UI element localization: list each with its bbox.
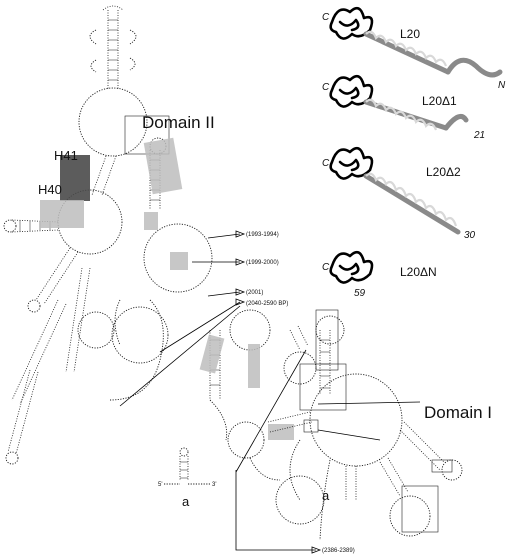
l20-delta1-name: L20Δ1: [422, 94, 457, 108]
callout-2040-2590: (2040-2590 BP): [246, 301, 288, 307]
l20-delta2-residue: 30: [464, 230, 476, 241]
l20-deltan-name: L20ΔN: [400, 265, 437, 279]
mid-stem-highlight: [144, 212, 158, 230]
l20-delta2-name: L20Δ2: [426, 165, 461, 179]
l20-deltan-structure: [329, 250, 374, 284]
hairpin-five-prime: 5': [158, 482, 162, 488]
l20-delta1-residue: 21: [473, 130, 485, 141]
stem-1999-highlight: [170, 252, 188, 270]
l20-delta2-structure: [329, 146, 461, 235]
callout-2386-2389: (2386-2389): [322, 548, 355, 554]
l20-n-terminus: N: [498, 80, 506, 91]
callout-1999-2000: (1999-2000): [246, 260, 279, 266]
l20-deltan-residue: 59: [354, 288, 366, 299]
stem-2001-highlight: [199, 334, 225, 374]
l20-delta1-structure: [329, 74, 469, 131]
l20-delta2-c-terminus: C: [322, 158, 330, 169]
h41-label: H41: [54, 148, 78, 163]
l20-name: L20: [400, 27, 420, 41]
upper-stem-highlight: [143, 137, 183, 195]
hairpin-three-prime: 3': [212, 482, 216, 488]
domain-i-label: Domain I: [424, 403, 492, 422]
marker-a-right: a: [322, 488, 330, 503]
h40-label: H40: [38, 182, 62, 197]
marker-a-left: a: [182, 494, 190, 509]
l20-deltan-c-terminus: C: [322, 262, 330, 273]
domain-ii-label: Domain II: [142, 113, 215, 132]
stem-domain-i-highlight: [268, 424, 294, 440]
domain-i-structure: [209, 309, 463, 541]
hairpin-a: [164, 447, 210, 485]
callout-1993-1994: (1993-1994): [246, 232, 279, 238]
h41-highlight: [60, 155, 90, 201]
stem-2040-highlight: [248, 344, 260, 388]
l20-delta1-c-terminus: C: [322, 82, 330, 93]
h40-highlight: [40, 200, 84, 228]
l20-structure: [329, 6, 503, 78]
callout-2001: (2001): [246, 290, 263, 296]
callout-arrows: [119, 230, 322, 554]
l20-c-terminus: C: [322, 12, 330, 23]
